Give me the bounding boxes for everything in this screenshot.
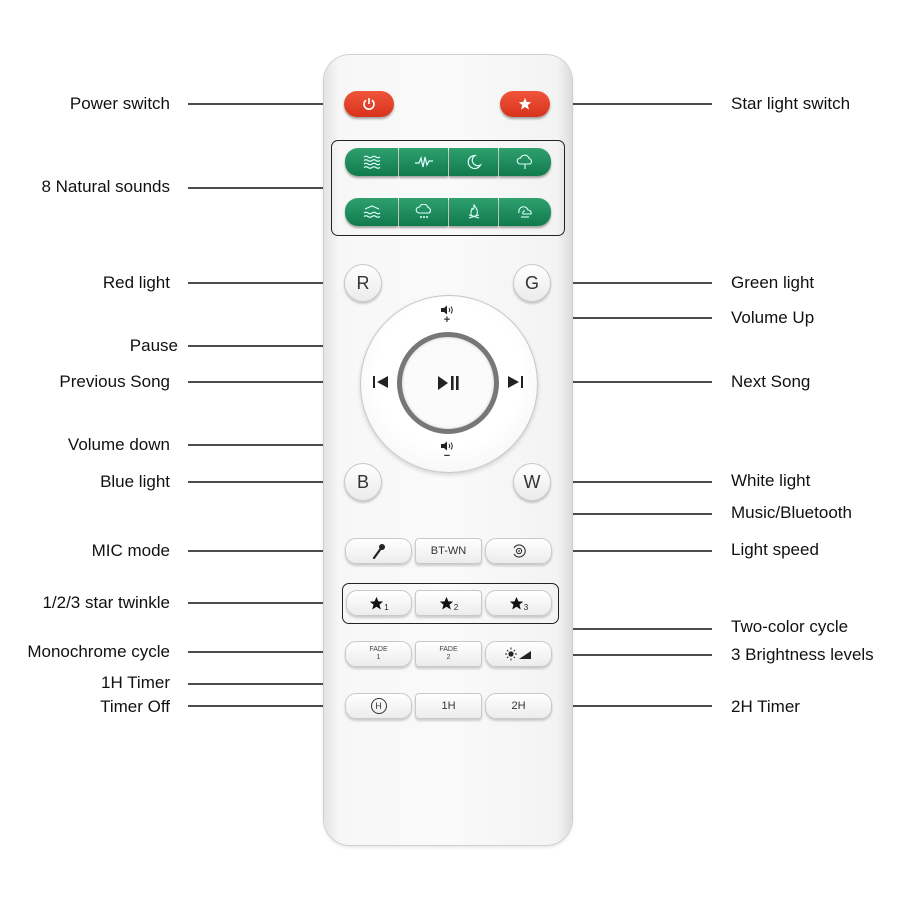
fade-label: FADE bbox=[369, 646, 388, 653]
label-volume-up: Volume Up bbox=[731, 308, 815, 327]
sound-cloud-wind-button[interactable] bbox=[499, 148, 551, 176]
next-icon bbox=[508, 376, 523, 388]
natural-sounds-group bbox=[331, 140, 565, 236]
sound-rain-button[interactable] bbox=[399, 198, 448, 226]
label-brightness-levels: 3 Brightness levels bbox=[731, 645, 874, 664]
white-light-button[interactable]: W bbox=[513, 463, 551, 501]
brightness-button[interactable] bbox=[485, 641, 552, 667]
rain-cloud-icon bbox=[415, 204, 431, 218]
label-monochrome-cycle: Monochrome cycle bbox=[27, 642, 170, 661]
fade-number: 1 bbox=[376, 654, 381, 661]
label-2h-timer: 2H Timer bbox=[731, 697, 800, 716]
label-music-bluetooth: Music/Bluetooth bbox=[731, 503, 852, 522]
star-twinkle-1-number: 1 bbox=[384, 602, 389, 612]
previous-song-button[interactable] bbox=[368, 370, 394, 394]
fade-number: 2 bbox=[446, 654, 451, 661]
moon-icon bbox=[467, 154, 482, 170]
play-pause-icon bbox=[438, 376, 459, 390]
microphone-icon bbox=[372, 544, 385, 559]
label-green-light: Green light bbox=[731, 273, 815, 292]
speed-icon bbox=[513, 544, 526, 558]
sound-waves-button[interactable] bbox=[345, 148, 398, 176]
previous-icon bbox=[373, 376, 388, 388]
blue-light-button[interactable]: B bbox=[344, 463, 382, 501]
power-button[interactable] bbox=[344, 91, 394, 117]
label-star-light-switch: Star light switch bbox=[731, 94, 851, 113]
sound-moon-button[interactable] bbox=[449, 148, 498, 176]
star-twinkle-group bbox=[342, 583, 559, 624]
sea-waves-icon bbox=[363, 205, 380, 218]
label-red-light: Red light bbox=[102, 273, 170, 292]
timer-1h-button[interactable]: 1H bbox=[415, 693, 482, 719]
timer-off-icon: H bbox=[370, 698, 387, 714]
two-color-cycle-button[interactable]: FADE 2 bbox=[415, 641, 482, 667]
speaker-icon bbox=[441, 305, 453, 315]
label-volume-down: Volume down bbox=[67, 435, 170, 454]
star-icon bbox=[439, 596, 453, 609]
speaker-icon bbox=[441, 441, 453, 451]
wind-icon bbox=[518, 206, 532, 218]
star-icon bbox=[518, 97, 532, 110]
label-white-light: White light bbox=[731, 471, 811, 490]
label-blue-light: Blue light bbox=[100, 472, 170, 491]
timer-2h-button[interactable]: 2H bbox=[485, 693, 552, 719]
volume-down-button[interactable]: − bbox=[432, 436, 462, 466]
label-star-twinkle: 1/2/3 star twinkle bbox=[42, 593, 170, 612]
fade-label: FADE bbox=[439, 646, 458, 653]
label-mic-mode: MIC mode bbox=[91, 541, 170, 560]
timer-off-button[interactable]: H bbox=[345, 693, 412, 719]
minus-sign: − bbox=[443, 450, 451, 462]
star-twinkle-2-number: 2 bbox=[453, 602, 459, 612]
label-two-color-cycle: Two-color cycle bbox=[731, 617, 849, 636]
star-twinkle-3-number: 3 bbox=[523, 602, 529, 612]
waves-icon bbox=[363, 155, 380, 169]
label-natural-sounds: 8 Natural sounds bbox=[41, 177, 170, 196]
label-pause: Pause bbox=[129, 336, 178, 355]
cloud-wind-icon bbox=[516, 154, 532, 169]
label-power-switch: Power switch bbox=[69, 94, 170, 113]
star-icon bbox=[370, 596, 384, 609]
power-icon bbox=[363, 98, 375, 110]
light-speed-button[interactable] bbox=[485, 538, 552, 564]
star-icon bbox=[509, 596, 523, 609]
label-light-speed: Light speed bbox=[731, 540, 819, 559]
heartbeat-icon bbox=[414, 155, 433, 168]
sound-sea-waves-button[interactable] bbox=[345, 198, 398, 226]
red-light-button[interactable]: R bbox=[344, 264, 382, 302]
mic-mode-button[interactable] bbox=[345, 538, 412, 564]
label-previous-song: Previous Song bbox=[59, 372, 170, 391]
label-timer-off: Timer Off bbox=[100, 697, 170, 716]
label-1h-timer: 1H Timer bbox=[101, 673, 170, 692]
star-light-button[interactable] bbox=[500, 91, 550, 117]
play-pause-button[interactable] bbox=[397, 332, 499, 434]
monochrome-cycle-button[interactable]: FADE 1 bbox=[345, 641, 412, 667]
sound-wind-button[interactable] bbox=[499, 198, 551, 226]
campfire-icon bbox=[468, 204, 479, 219]
star-twinkle-1-button[interactable]: 1 bbox=[346, 590, 412, 616]
next-song-button[interactable] bbox=[502, 370, 528, 394]
star-twinkle-3-button[interactable]: 3 bbox=[485, 590, 552, 616]
plus-sign: + bbox=[443, 314, 451, 326]
green-light-button[interactable]: G bbox=[513, 264, 551, 302]
label-next-song: Next Song bbox=[731, 372, 811, 391]
volume-up-button[interactable]: + bbox=[432, 300, 462, 330]
sound-campfire-button[interactable] bbox=[449, 198, 498, 226]
sound-heartbeat-button[interactable] bbox=[399, 148, 448, 176]
brightness-icon bbox=[504, 647, 531, 661]
star-twinkle-2-button[interactable]: 2 bbox=[415, 590, 482, 616]
bluetooth-mode-button[interactable]: BT-WN bbox=[415, 538, 482, 564]
